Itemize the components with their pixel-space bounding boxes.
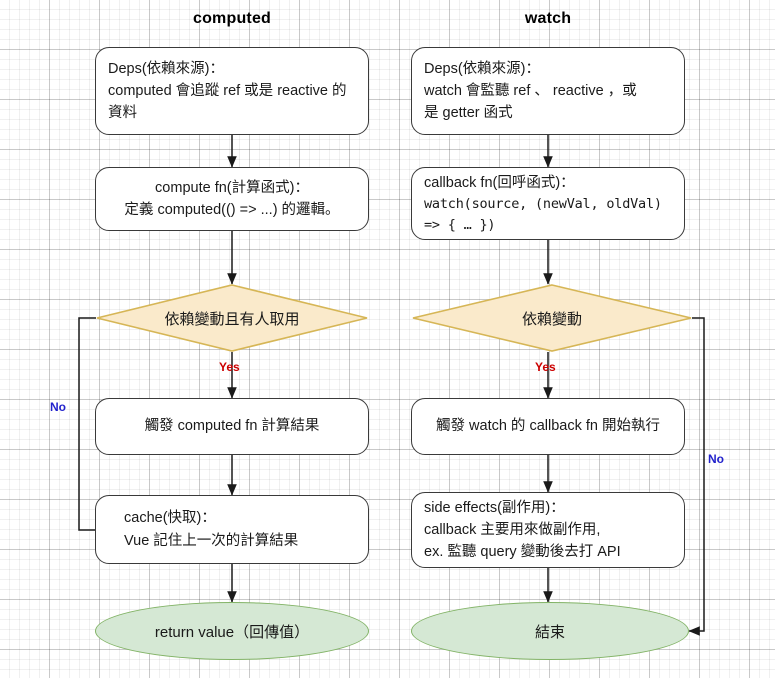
edge-label-right-no: No (708, 452, 724, 466)
node-compute-fn-line2: 定義 computed(() => ...) 的邏輯。 (124, 202, 340, 218)
decision-diamond-shape (96, 284, 368, 352)
node-computed-cache-line1: cache(快取)： (124, 510, 216, 527)
node-watch-terminal[interactable]: 結束 (411, 602, 689, 660)
node-watch-side-effects-line3: ex. 監聽 query 變動後去打 API (424, 544, 621, 561)
node-compute-fn[interactable]: compute fn(計算函式)： 定義 computed(() => ...)… (95, 167, 369, 231)
node-computed-terminal[interactable]: return value（回傳值） (95, 602, 369, 660)
node-watch-callback-fn-line2: watch(source, (newVal, oldVal) (424, 196, 662, 212)
edge-label-left-yes: Yes (219, 360, 240, 374)
node-watch-decision[interactable]: 依賴變動 (412, 284, 692, 352)
node-watch-side-effects-line2: callback 主要用來做副作用, (424, 521, 601, 538)
node-watch-deps-line2: watch 會監聽 ref 、 reactive ，或 (424, 82, 637, 99)
node-watch-trigger-label: 觸發 watch 的 callback fn 開始執行 (436, 418, 660, 435)
node-watch-trigger[interactable]: 觸發 watch 的 callback fn 開始執行 (411, 398, 685, 455)
node-computed-deps-line1: Deps(依賴來源)： (108, 60, 225, 77)
node-watch-deps-line1: Deps(依賴來源)： (424, 60, 541, 77)
column-title-watch: watch (524, 10, 572, 27)
node-watch-callback-fn-line3: => { … }) (424, 216, 496, 233)
node-watch-terminal-label: 結束 (534, 623, 565, 641)
node-computed-deps-line3: 資料 (108, 105, 137, 122)
node-computed-trigger-label: 觸發 computed fn 計算結果 (144, 418, 320, 435)
edge-label-right-yes: Yes (535, 360, 556, 374)
node-computed-decision-label: 依賴變動且有人取用 (164, 310, 300, 328)
column-title-computed: computed (192, 10, 272, 27)
node-computed-deps-line2: computed 會追蹤 ref 或是 reactive 的 (108, 82, 347, 99)
node-watch-callback-fn-line1: callback fn(回呼函式)： (424, 174, 575, 191)
node-computed-cache-line2: Vue 記住上一次的計算結果 (124, 532, 299, 549)
edge-right-decision-no-to-terminal (688, 317, 705, 636)
node-watch-deps-line3: 是 getter 函式 (424, 105, 513, 122)
node-watch-decision-label: 依賴變動 (521, 310, 582, 328)
decision-diamond-shape (412, 284, 692, 352)
node-watch-side-effects[interactable]: side effects(副作用)： callback 主要用來做副作用, ex… (411, 492, 685, 568)
edge-label-left-no: No (50, 400, 66, 414)
node-computed-trigger[interactable]: 觸發 computed fn 計算結果 (95, 398, 369, 455)
node-compute-fn-line1: compute fn(計算函式)： (155, 179, 309, 196)
node-watch-callback-fn[interactable]: callback fn(回呼函式)： watch(source, (newVal… (411, 167, 685, 240)
node-computed-cache[interactable]: cache(快取)： Vue 記住上一次的計算結果 (95, 495, 369, 564)
node-watch-deps[interactable]: Deps(依賴來源)： watch 會監聽 ref 、 reactive ，或 … (411, 47, 685, 135)
node-computed-decision[interactable]: 依賴變動且有人取用 (96, 284, 368, 352)
node-watch-side-effects-line1: side effects(副作用)： (424, 499, 565, 516)
node-computed-deps[interactable]: Deps(依賴來源)： computed 會追蹤 ref 或是 reactive… (95, 47, 369, 135)
node-computed-terminal-label: return value（回傳值） (154, 623, 310, 641)
